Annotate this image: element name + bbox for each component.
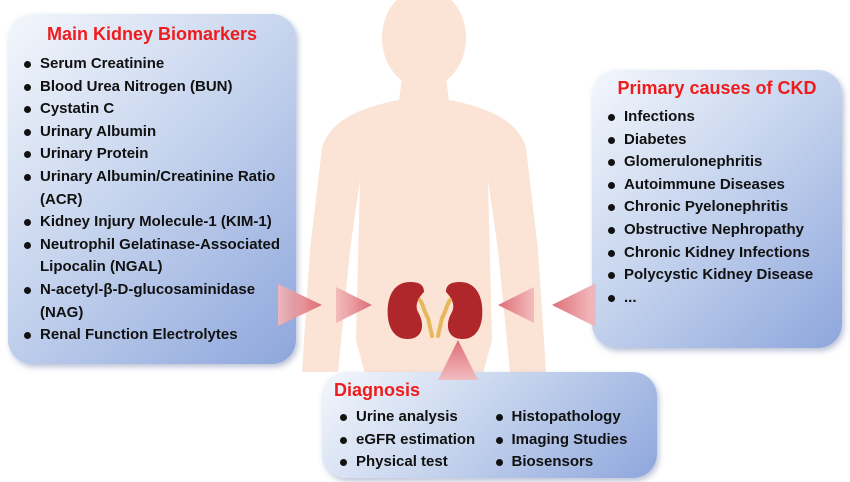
causes-title: Primary causes of CKD	[617, 78, 817, 98]
diagnosis-title: Diagnosis	[334, 380, 421, 400]
list-item: eGFR estimation	[334, 429, 490, 452]
list-item: Chronic Pyelonephritis	[602, 196, 832, 219]
causes-list: Infections Diabetes Glomerulonephritis A…	[602, 106, 832, 309]
list-item: Serum Creatinine	[18, 53, 286, 76]
list-item: N-acetyl-β-D-glucosaminidase (NAG)	[18, 279, 286, 324]
biomarkers-panel: Main Kidney Biomarkers Serum Creatinine …	[8, 14, 296, 364]
list-item: Blood Urea Nitrogen (BUN)	[18, 76, 286, 99]
list-item: Polycystic Kidney Disease	[602, 264, 832, 287]
list-item: Diabetes	[602, 129, 832, 152]
list-item: ...	[602, 287, 832, 310]
list-item: Kidney Injury Molecule-1 (KIM-1)	[18, 211, 286, 234]
list-item: Autoimmune Diseases	[602, 174, 832, 197]
list-item: Renal Function Electrolytes	[18, 324, 286, 347]
diagnosis-panel: Diagnosis Urine analysis eGFR estimation…	[322, 372, 657, 478]
list-item: Urinary Protein	[18, 143, 286, 166]
list-item: Biosensors	[490, 451, 646, 474]
list-item: Urinary Albumin	[18, 121, 286, 144]
diagnosis-list-right: Histopathology Imaging Studies Biosensor…	[490, 406, 646, 474]
list-item: Urinary Albumin/Creatinine Ratio (ACR)	[18, 166, 286, 211]
list-item: Histopathology	[490, 406, 646, 429]
diagnosis-columns: Urine analysis eGFR estimation Physical …	[334, 406, 645, 474]
biomarkers-list: Serum Creatinine Blood Urea Nitrogen (BU…	[18, 53, 286, 347]
list-item: Glomerulonephritis	[602, 151, 832, 174]
list-item: Infections	[602, 106, 832, 129]
list-item: Cystatin C	[18, 98, 286, 121]
list-item: Obstructive Nephropathy	[602, 219, 832, 242]
list-item: Urine analysis	[334, 406, 490, 429]
causes-panel: Primary causes of CKD Infections Diabete…	[592, 70, 842, 348]
list-item: Imaging Studies	[490, 429, 646, 452]
list-item: Neutrophil Gelatinase-Associated Lipocal…	[18, 234, 286, 279]
list-item: Physical test	[334, 451, 490, 474]
list-item: Chronic Kidney Infections	[602, 242, 832, 265]
diagnosis-list-left: Urine analysis eGFR estimation Physical …	[334, 406, 490, 474]
biomarkers-title: Main Kidney Biomarkers	[46, 24, 258, 44]
